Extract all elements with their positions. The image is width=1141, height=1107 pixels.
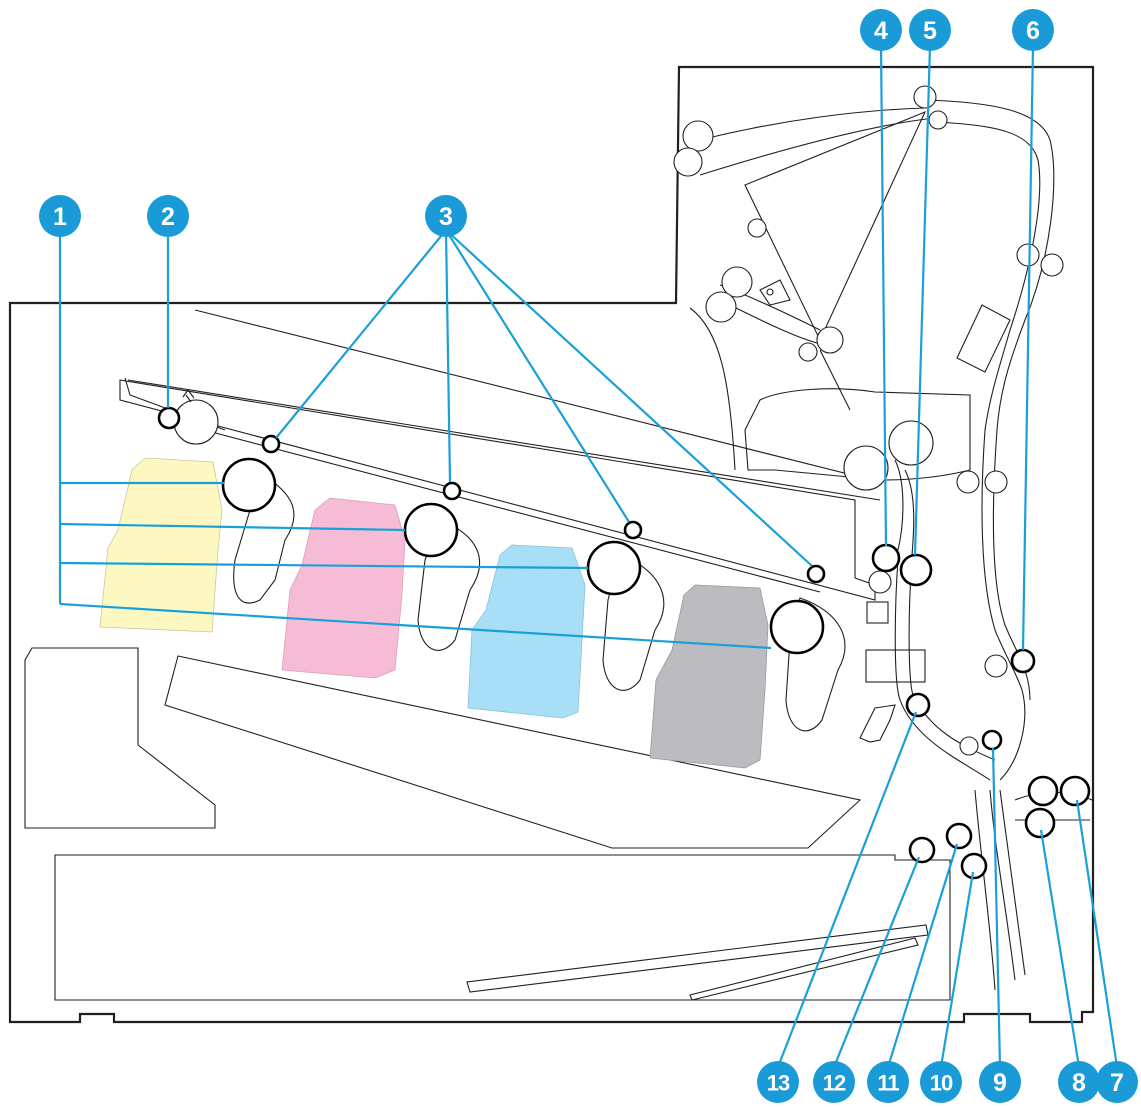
callout-number-5: 5 bbox=[923, 17, 937, 45]
callout-number-11: 11 bbox=[877, 1071, 899, 1096]
cleaning-roller bbox=[159, 408, 179, 428]
callout-number-13: 13 bbox=[767, 1071, 790, 1096]
callout-badge-12: 12 bbox=[813, 1061, 855, 1103]
callout-number-10: 10 bbox=[930, 1071, 953, 1096]
callout-number-2: 2 bbox=[161, 203, 175, 231]
callout-badge-13: 13 bbox=[757, 1061, 799, 1103]
callout-number-6: 6 bbox=[1026, 17, 1040, 45]
callout-badge-8: 8 bbox=[1058, 1061, 1100, 1103]
callout-badge-7: 7 bbox=[1096, 1061, 1138, 1103]
callout-badge-2: 2 bbox=[147, 195, 189, 237]
callout-number-12: 12 bbox=[823, 1071, 846, 1096]
callout-badge-9: 9 bbox=[979, 1061, 1021, 1103]
callout-number-1: 1 bbox=[53, 203, 67, 231]
paper-tray bbox=[55, 855, 950, 1000]
callout-number-8: 8 bbox=[1072, 1069, 1086, 1097]
callout-badge-10: 10 bbox=[920, 1061, 962, 1103]
callout-number-4: 4 bbox=[874, 17, 888, 45]
callout-number-7: 7 bbox=[1110, 1069, 1124, 1097]
callout-badge-4: 4 bbox=[860, 9, 902, 51]
callout-badge-1: 1 bbox=[39, 195, 81, 237]
leader-lines bbox=[60, 46, 1117, 1067]
callout-number-9: 9 bbox=[993, 1069, 1007, 1097]
callout-number-3: 3 bbox=[439, 203, 453, 231]
callout-badge-6: 6 bbox=[1012, 9, 1054, 51]
callout-badge-11: 11 bbox=[867, 1061, 909, 1103]
callout-badge-3: 3 bbox=[425, 195, 467, 237]
callout-badge-5: 5 bbox=[909, 9, 951, 51]
